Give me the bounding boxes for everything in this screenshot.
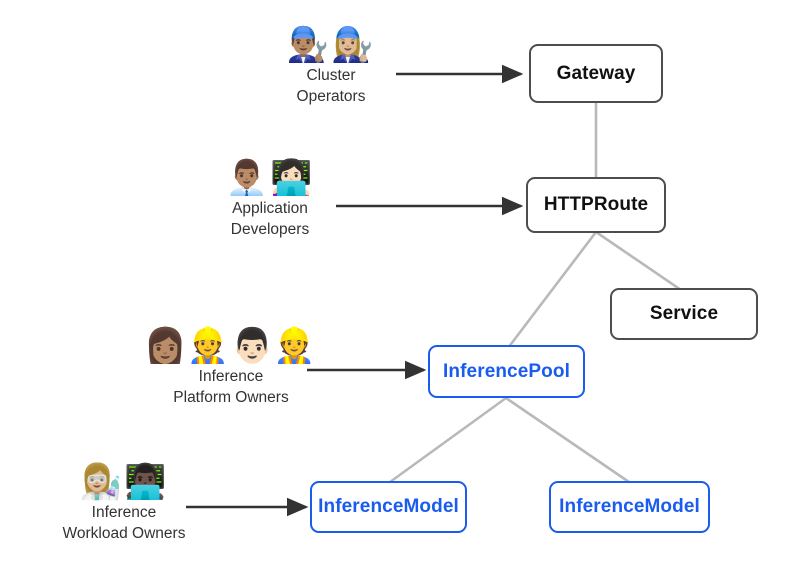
edge-httproute-service: [594, 230, 683, 292]
node-label-inferencepool: InferencePool: [443, 360, 570, 382]
node-label-inferencemodel-1: InferenceModel: [318, 496, 459, 517]
node-inferencemodel-2[interactable]: InferenceModel: [549, 481, 710, 533]
persona-label-cluster-operators: Cluster Operators: [296, 67, 366, 105]
construction-worker-people-icon: 👩🏽‍👷👨🏻‍👷: [144, 327, 318, 365]
persona-label-inference-workload-owners: Inference Workload Owners: [62, 504, 186, 542]
persona-inference-platform-owners: 👩🏽‍👷👨🏻‍👷 Inference Platform Owners: [116, 326, 346, 408]
node-service[interactable]: Service: [610, 288, 758, 340]
persona-application-developers: 👨🏽‍💼👩🏻‍💻 Application Developers: [155, 158, 385, 240]
persona-cluster-operators: 👨🏽‍🔧👩🏼‍🔧 Cluster Operators: [216, 25, 446, 107]
office-worker-technologist-icon: 👨🏽‍💼👩🏻‍💻: [225, 159, 315, 197]
node-label-httproute: HTTPRoute: [543, 194, 649, 215]
node-label-gateway: Gateway: [556, 62, 636, 84]
node-httproute[interactable]: HTTPRoute: [526, 177, 666, 233]
node-label-service: Service: [649, 303, 719, 324]
persona-label-inference-platform-owners: Inference Platform Owners: [173, 368, 289, 406]
node-inferencemodel-1[interactable]: InferenceModel: [310, 481, 467, 533]
node-label-inferencemodel-2: InferenceModel: [559, 496, 700, 517]
node-inferencepool[interactable]: InferencePool: [428, 345, 585, 398]
persona-arrows: [186, 64, 524, 517]
node-gateway[interactable]: Gateway: [529, 44, 663, 103]
edge-inferencepool-inferencemodel-1: [388, 396, 508, 484]
persona-inference-workload-owners: 👩🏼‍🔬👨🏿‍💻 Inference Workload Owners: [9, 462, 239, 544]
edge-inferencepool-inferencemodel-2: [504, 396, 631, 484]
persona-label-application-developers: Application Developers: [230, 200, 310, 238]
edge-httproute-inferencepool: [506, 230, 598, 350]
scientist-technologist-icon: 👩🏼‍🔬👨🏿‍💻: [79, 463, 169, 501]
mechanic-people-icon: 👨🏽‍🔧👩🏼‍🔧: [286, 26, 376, 64]
